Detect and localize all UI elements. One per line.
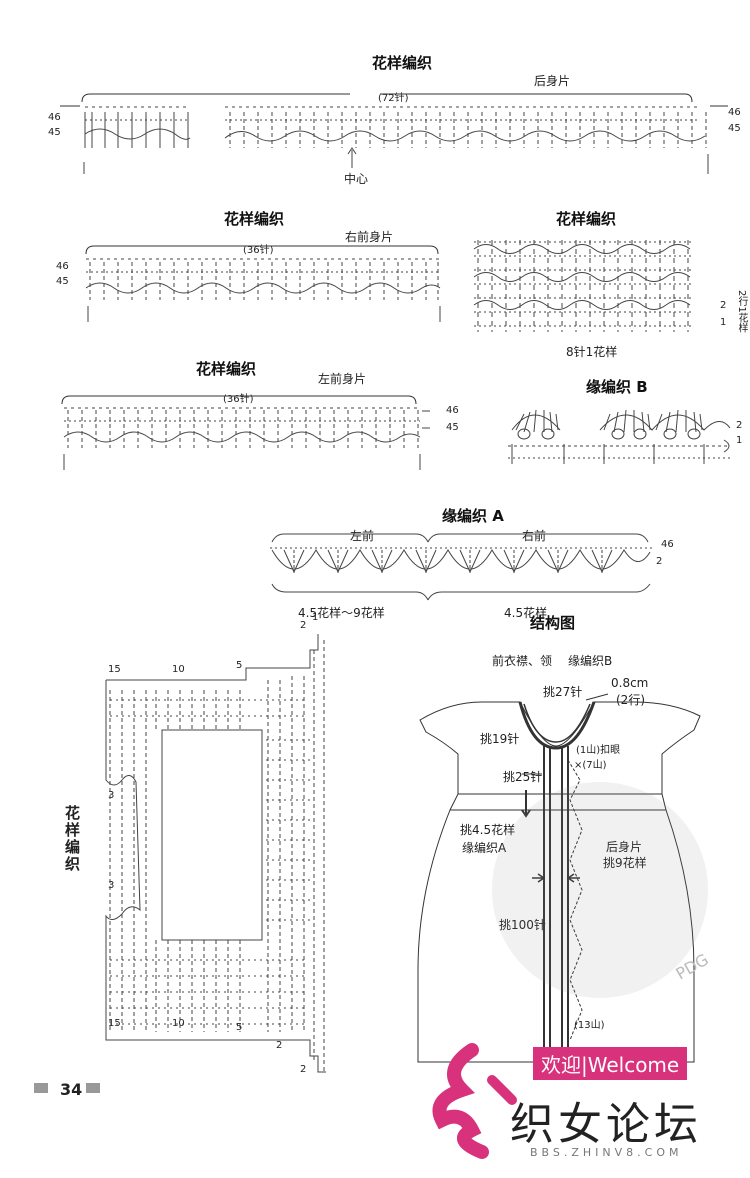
- structure-rows-2: (2行): [616, 693, 645, 707]
- edging-a-diagram: [270, 533, 652, 601]
- sleeve-row-1-top: 1: [312, 612, 319, 623]
- page-number: 34: [60, 1080, 83, 1099]
- edging-a-left-count: 4.5花样～9花样: [298, 606, 385, 620]
- back-chart-row-45-left: 45: [48, 127, 61, 138]
- pattern-repeat-chart-title: 花样编织: [556, 210, 617, 228]
- pattern-repeat-side-note: 2行1花样: [736, 290, 747, 333]
- edging-b-row-2: 2: [736, 420, 743, 431]
- right-front-chart-row-45: 45: [56, 276, 69, 287]
- structure-edging-a: 缘编织A: [462, 841, 507, 855]
- left-front-chart-subtitle: 左前身片: [318, 372, 367, 386]
- right-front-chart-diagram: [85, 245, 441, 322]
- back-chart-row-46-left: 46: [48, 112, 61, 123]
- structure-buttonhole-1: (1山)扣眼: [576, 745, 621, 756]
- sleeve-chart-diagram: [105, 634, 326, 1073]
- back-chart-stitch-count: (72针): [378, 93, 409, 104]
- sleeve-row-15-bottom: 15: [108, 1018, 121, 1029]
- edging-a-title: 缘编织 A: [442, 507, 504, 525]
- structure-pick-27: 挑27针: [543, 685, 583, 699]
- structure-diagram: [417, 693, 701, 1063]
- sleeve-row-10-top: 10: [172, 664, 185, 675]
- structure-title: 结构图: [530, 614, 576, 632]
- structure-pick-45: 挑4.5花样: [460, 823, 516, 837]
- welcome-banner: 欢迎|Welcome: [533, 1047, 688, 1080]
- edging-a-right-front: 右前: [522, 529, 547, 543]
- edging-b-row-1: 1: [736, 435, 743, 446]
- structure-rows-13: (13山): [574, 1020, 605, 1031]
- sleeve-row-15-top: 15: [108, 664, 121, 675]
- structure-back-piece: 后身片: [606, 838, 642, 855]
- pattern-repeat-row-1: 1: [720, 317, 727, 328]
- left-front-chart-diagram: [61, 395, 430, 470]
- sleeve-row-10-bottom: 10: [172, 1018, 185, 1029]
- sleeve-row-5-top: 5: [236, 660, 243, 671]
- structure-note-edging: 缘编织B: [568, 654, 613, 668]
- left-front-chart-stitch-count: (36针): [223, 394, 254, 405]
- edging-a-row-46: 46: [661, 539, 674, 550]
- edging-a-right-count: 4.5花样: [504, 606, 548, 620]
- edging-a-row-2: 2: [656, 556, 663, 567]
- right-front-chart-row-46: 46: [56, 261, 69, 272]
- left-front-chart-title: 花样编织: [196, 360, 257, 378]
- back-chart-center-label: 中心: [344, 172, 369, 186]
- sleeve-row-3-upper: 3: [108, 790, 115, 801]
- sleeve-row-5-bottom: 5: [236, 1022, 243, 1033]
- sleeve-row-3-lower: 3: [108, 880, 115, 891]
- sleeve-row-2-bottom: 2: [276, 1040, 283, 1051]
- structure-pick-19: 挑19针: [480, 732, 520, 746]
- pattern-repeat-diagram: [473, 240, 692, 332]
- page-number-bar-right: [86, 1083, 100, 1093]
- left-front-chart-row-46: 46: [446, 405, 459, 416]
- forum-name: 织女论坛: [510, 1099, 702, 1150]
- right-front-chart-stitch-count: (36针): [243, 245, 274, 256]
- left-front-chart-row-45: 45: [446, 422, 459, 433]
- structure-note-front: 前衣襟、领: [492, 654, 553, 668]
- structure-size-08: 0.8cm: [611, 676, 649, 690]
- watermark-stamp: PDG: [492, 782, 712, 998]
- pattern-repeat-label: 8针1花样: [566, 345, 618, 359]
- structure-pick-100: 挑100针: [499, 916, 546, 933]
- edging-a-left-front: 左前: [350, 529, 375, 543]
- back-chart-diagram: [60, 93, 728, 174]
- page-number-bar-left: [34, 1083, 48, 1093]
- forum-logo-icon: [432, 1043, 517, 1159]
- back-chart-row-46-right: 46: [728, 107, 741, 118]
- back-chart-row-45-right: 45: [728, 123, 741, 134]
- pattern-repeat-row-2: 2: [720, 300, 727, 311]
- sleeve-row-2-lowest: 2: [300, 1064, 307, 1075]
- right-front-chart-subtitle: 右前身片: [345, 230, 394, 244]
- edging-b-title: 缘编织 B: [586, 378, 648, 396]
- right-front-chart-title: 花样编织: [224, 210, 285, 228]
- edging-b-diagram: [508, 409, 731, 464]
- structure-buttonhole-7: ×(7山): [574, 760, 607, 771]
- structure-pick-9: 挑9花样: [603, 854, 647, 871]
- back-chart-subtitle: 后身片: [534, 74, 571, 88]
- sleeve-chart-title: 花样编织: [63, 805, 81, 873]
- sleeve-row-2-top: 2: [300, 620, 307, 631]
- back-chart-title: 花样编织: [372, 54, 433, 72]
- forum-site: BBS.ZHINV8.COM: [530, 1146, 683, 1159]
